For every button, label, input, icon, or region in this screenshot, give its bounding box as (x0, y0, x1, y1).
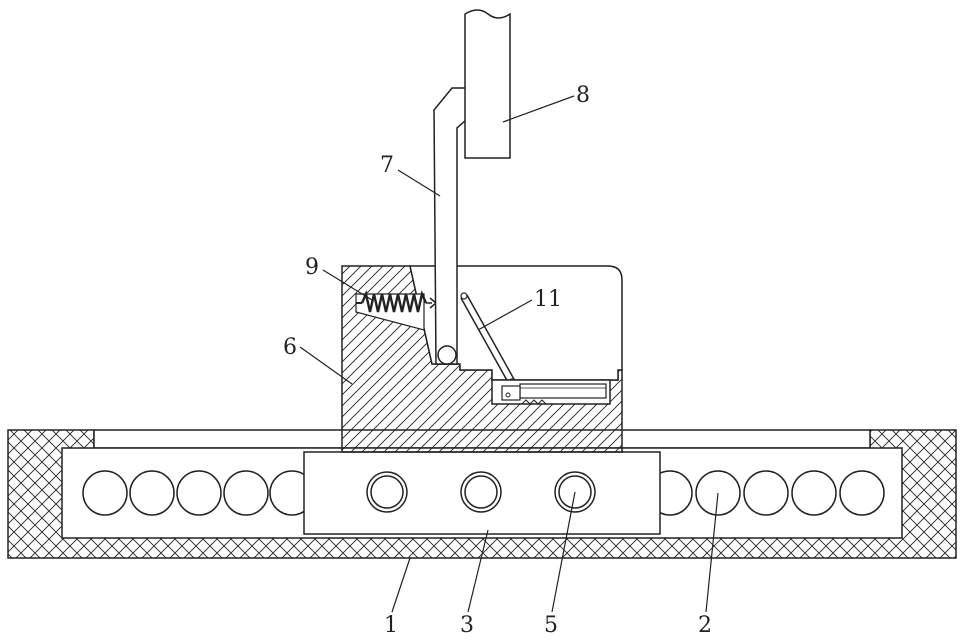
roller (177, 471, 221, 515)
carriage-wheels (367, 472, 595, 512)
label-7: 7 (380, 153, 394, 178)
slide-track (492, 380, 610, 404)
roller (840, 471, 884, 515)
label-3: 3 (460, 613, 474, 638)
label-9: 9 (305, 255, 319, 280)
main-block (342, 266, 622, 452)
label-1: 1 (384, 613, 398, 638)
roller (130, 471, 174, 515)
roller (744, 471, 788, 515)
label-5: 5 (544, 613, 558, 638)
label-6: 6 (283, 335, 297, 360)
label-8: 8 (576, 83, 590, 108)
roller (792, 471, 836, 515)
label-2: 2 (698, 613, 712, 638)
roller (224, 471, 268, 515)
pivot-pin (438, 346, 456, 364)
label-11: 11 (534, 287, 562, 312)
roller (83, 471, 127, 515)
upper-rod (465, 10, 510, 158)
